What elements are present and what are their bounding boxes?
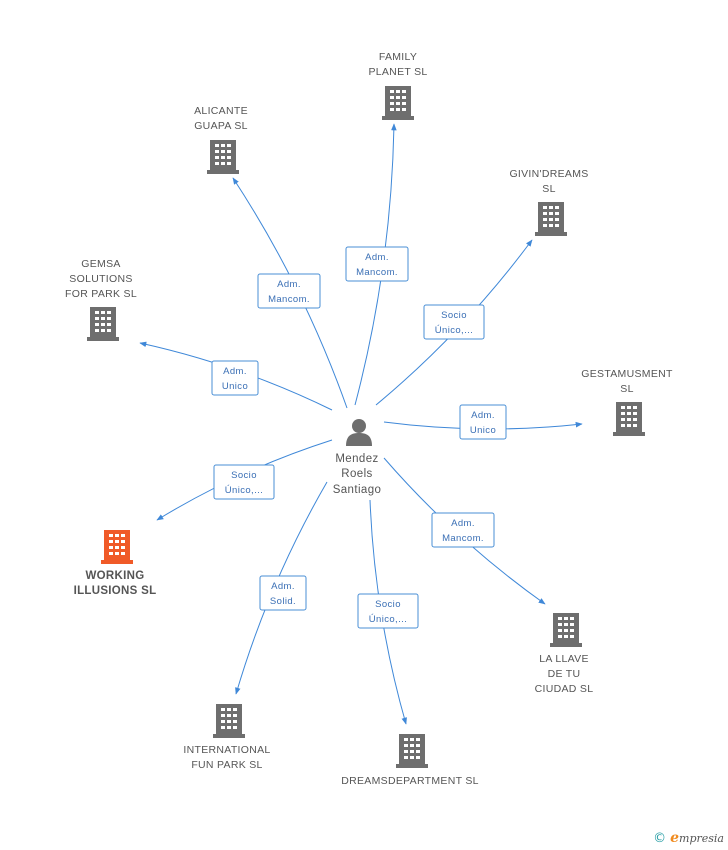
company-node-gemsa-solutions[interactable]: GEMSA SOLUTIONS FOR PARK SL [65, 258, 137, 341]
company-name-line: ALICANTE [194, 105, 248, 117]
building-icon [382, 86, 414, 120]
company-name-line: INTERNATIONAL [183, 744, 270, 756]
company-name-line: GESTAMUSMENT [581, 368, 673, 380]
relation-text-line: Mancom. [268, 294, 310, 305]
relations-layer: Adm.Mancom.Adm.Mancom.SocioÚnico,...Adm.… [211, 246, 507, 629]
company-name-line: FUN PARK SL [191, 759, 262, 771]
company-name-line: DE TU [548, 668, 581, 680]
relation-text-line: Mancom. [356, 267, 398, 278]
nodes-layer: FAMILY PLANET SL ALICANTE GUAPA SL GIVIN'DRE… [65, 51, 673, 787]
relation-label-la-llave[interactable]: Adm. Mancom. [431, 512, 495, 548]
building-icon [396, 734, 428, 768]
company-name-line: FOR PARK SL [65, 288, 137, 300]
relation-label-dreamsdepartment[interactable]: SocioÚnico,... [357, 593, 419, 629]
relation-box [459, 404, 507, 440]
company-node-gestamusment[interactable]: GESTAMUSMENT SL [581, 368, 673, 436]
company-name-line: PLANET SL [368, 66, 427, 78]
relation-text-line: Adm. [277, 279, 301, 290]
brand-logo-initial: e [670, 830, 680, 846]
company-node-international-fun-park[interactable]: INTERNATIONAL FUN PARK SL [183, 704, 270, 771]
relation-box [257, 273, 321, 309]
relation-text-line: Único,... [225, 485, 263, 496]
relation-box [211, 360, 259, 396]
relation-text-line: Adm. [223, 366, 247, 377]
relation-text-line: Adm. [471, 410, 495, 421]
relation-box [431, 512, 495, 548]
relation-box [357, 593, 419, 629]
relation-text-line: Mancom. [442, 533, 484, 544]
person-icon [346, 419, 372, 446]
relation-box [423, 304, 485, 340]
company-node-working-illusions[interactable]: WORKING ILLUSIONS SL [74, 530, 157, 597]
center-name-line-2: Roels [341, 468, 372, 480]
relation-text-line: Socio [375, 599, 401, 610]
relation-text-line: Socio [231, 470, 257, 481]
relation-text-line: Socio [441, 310, 467, 321]
company-node-dreamsdepartment[interactable]: DREAMSDEPARTMENT SL [341, 734, 479, 787]
company-name-line: SL [620, 383, 633, 395]
building-icon [207, 140, 239, 174]
company-name-line: SOLUTIONS [69, 273, 132, 285]
company-name-line: ILLUSIONS SL [74, 585, 157, 597]
company-name-line: LA LLAVE [539, 653, 589, 665]
relation-text-line: Unico [470, 425, 496, 436]
building-icon [101, 530, 133, 564]
company-node-givin-dreams[interactable]: GIVIN'DREAMS SL [509, 168, 588, 236]
company-node-la-llave[interactable]: LA LLAVE DE TU CIUDAD SL [535, 613, 594, 695]
center-name-line-1: Mendez [335, 453, 378, 465]
relation-text-line: Adm. [451, 518, 475, 529]
company-name-line: FAMILY [379, 51, 417, 63]
company-name-line: CIUDAD SL [535, 683, 594, 695]
relation-text-line: Adm. [365, 252, 389, 263]
relation-text-line: Único,... [435, 325, 473, 336]
brand-logo-rest: mpresia [679, 832, 724, 845]
relation-label-alicante-guapa[interactable]: Adm. Mancom. [257, 273, 321, 309]
brand-logo: empresia [670, 830, 724, 846]
relation-box [345, 246, 409, 282]
company-node-family-planet[interactable]: FAMILY PLANET SL [368, 51, 427, 120]
company-name-line: SL [542, 183, 555, 195]
relation-label-family-planet[interactable]: Adm. Mancom. [345, 246, 409, 282]
company-node-alicante-guapa[interactable]: ALICANTE GUAPA SL [194, 105, 248, 174]
center-person-node[interactable]: Mendez Roels Santiago [333, 419, 382, 496]
company-name-line: GIVIN'DREAMS [509, 168, 588, 180]
company-name-line: GEMSA [81, 258, 120, 270]
building-icon [550, 613, 582, 647]
building-icon [535, 202, 567, 236]
footer-brand: © empresia [653, 830, 724, 846]
relation-text-line: Único,... [369, 614, 407, 625]
relation-label-international-fun-park[interactable]: Adm. Solid. [259, 575, 307, 611]
relation-text-line: Unico [222, 381, 248, 392]
company-name-line: GUAPA SL [194, 120, 248, 132]
relation-label-givin-dreams[interactable]: SocioÚnico,... [423, 304, 485, 340]
building-icon [613, 402, 645, 436]
copyright-icon: © [653, 830, 667, 846]
relation-box [213, 464, 275, 500]
center-name-line-3: Santiago [333, 484, 382, 496]
company-name-line: WORKING [86, 570, 145, 582]
building-icon [213, 704, 245, 738]
relation-label-gestamusment[interactable]: Adm. Unico [459, 404, 507, 440]
relation-text-line: Adm. [271, 581, 295, 592]
relation-box [259, 575, 307, 611]
company-name-line: DREAMSDEPARTMENT SL [341, 775, 479, 787]
building-icon [87, 307, 119, 341]
relation-label-gemsa-solutions[interactable]: Adm. Unico [211, 360, 259, 396]
relation-text-line: Solid. [270, 596, 296, 607]
relation-label-working-illusions[interactable]: SocioÚnico,... [213, 464, 275, 500]
